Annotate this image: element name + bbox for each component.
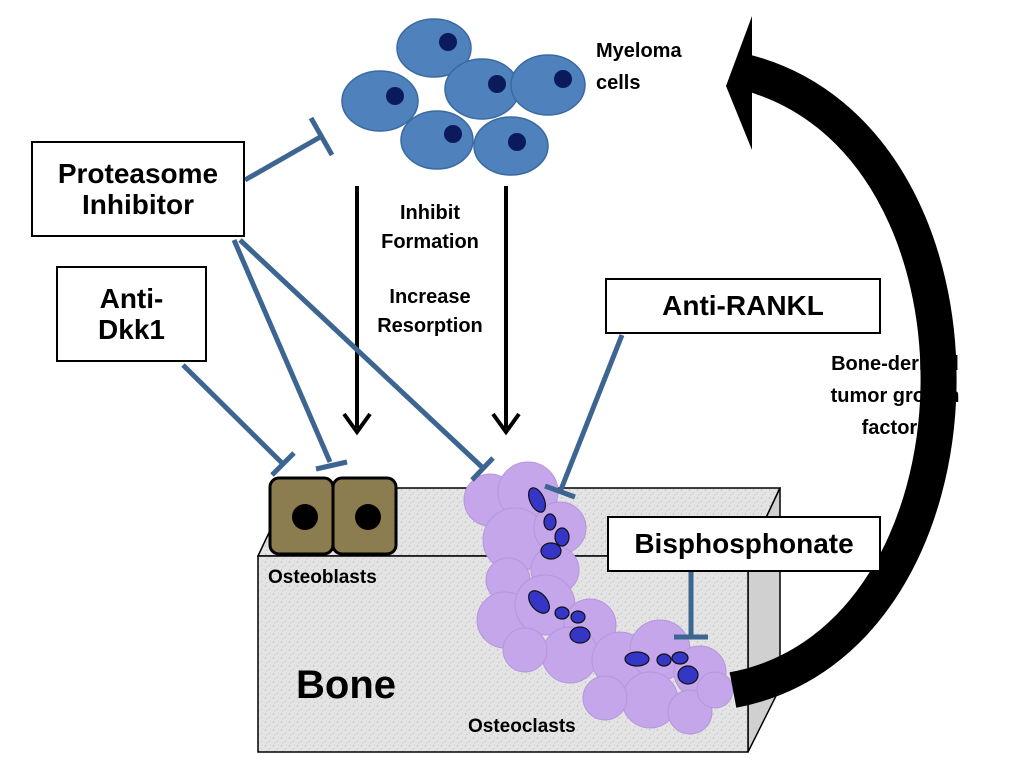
proteasome-line1: Proteasome (57, 157, 219, 189)
osteoblast-cells (268, 476, 398, 556)
osteoblasts-label: Osteoblasts (268, 567, 377, 588)
proteasome-line2: Inhibitor (82, 189, 194, 220)
osteoclasts-label: Osteoclasts (468, 716, 576, 737)
increase-line1: Increase (389, 286, 471, 308)
anti-dkk1-box: Anti- Dkk1 (56, 266, 207, 362)
bone-derived-factors-label: Bone-derived tumor growth factors (800, 348, 990, 444)
myeloma-cells-label: Myeloma cells (596, 35, 682, 99)
anti-rankl-label: Anti-RANKL (662, 290, 824, 322)
myeloma-line2: cells (596, 72, 641, 94)
anti-dkk1-line1: Anti- (99, 282, 164, 314)
down-arrows (342, 186, 521, 436)
myeloma-cells (341, 18, 586, 176)
osteoblast-nucleus (355, 504, 381, 530)
myeloma-line1: Myeloma (596, 40, 682, 62)
bisphosphonate-label: Bisphosphonate (634, 528, 854, 560)
bone-label: Bone (296, 663, 396, 707)
bone-derived-line2: tumor growth (830, 385, 960, 407)
increase-resorption-label: Increase Resorption (360, 283, 500, 341)
inhibit-line2: Formation (381, 231, 479, 253)
inhibit-line1: Inhibit (400, 202, 460, 224)
osteoclast-cluster (463, 461, 734, 735)
inhibit-formation-label: Inhibit Formation (360, 199, 500, 257)
inhibition-lines (181, 116, 708, 640)
bisphosphonate-box: Bisphosphonate (607, 516, 881, 572)
anti-rankl-box: Anti-RANKL (605, 278, 881, 334)
feedback-arrow (726, 16, 957, 708)
myeloma-nuclei (386, 33, 572, 151)
osteoclast-nuclei (528, 487, 699, 685)
anti-dkk1-line2: Dkk1 (98, 314, 165, 345)
bone-derived-line3: factors (861, 417, 929, 439)
increase-line2: Resorption (377, 315, 483, 337)
bone-derived-line1: Bone-derived (831, 353, 959, 375)
proteasome-inhibitor-box: Proteasome Inhibitor (31, 141, 245, 237)
osteoblast-nucleus (292, 504, 318, 530)
